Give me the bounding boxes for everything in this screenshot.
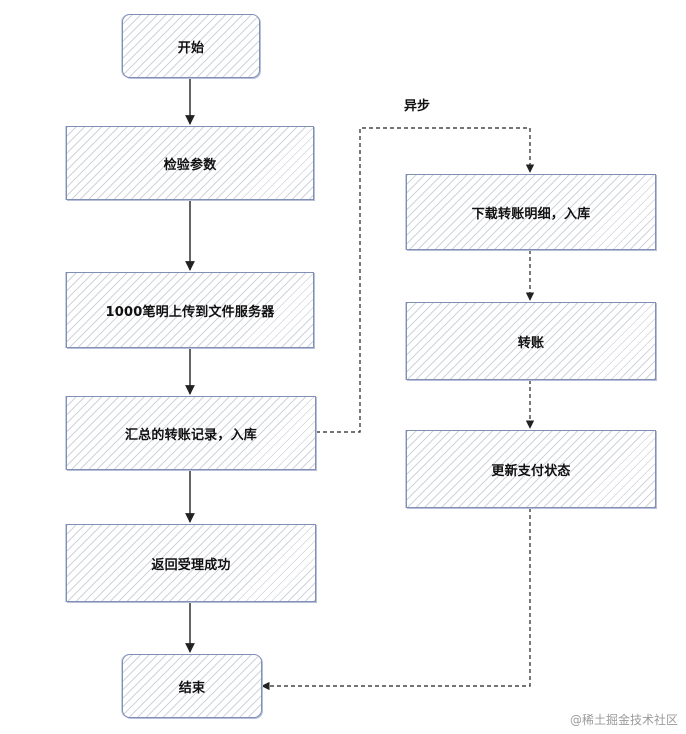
node-end-label: 结束 — [178, 680, 206, 696]
node-transfer: 转账 — [406, 302, 656, 380]
node-upload: 1000笔明上传到文件服务器 — [66, 272, 314, 348]
watermark: @稀土掘金技术社区 — [569, 713, 678, 727]
node-validate-label: 检验参数 — [163, 157, 217, 173]
dashed-arrow-summary-to-download — [316, 127, 535, 433]
node-summary-label: 汇总的转账记录，入库 — [124, 427, 257, 443]
node-start: 开始 — [122, 14, 260, 78]
node-upload-label: 1000笔明上传到文件服务器 — [105, 304, 275, 320]
node-download: 下载转账明细，入库 — [406, 174, 656, 250]
node-return-success: 返回受理成功 — [66, 524, 316, 602]
node-return-success-label: 返回受理成功 — [151, 557, 231, 573]
node-end: 结束 — [122, 654, 262, 718]
node-update-status: 更新支付状态 — [406, 430, 656, 508]
node-update-status-label: 更新支付状态 — [491, 463, 571, 479]
node-transfer-label: 转账 — [517, 335, 545, 351]
node-start-label: 开始 — [177, 40, 205, 56]
node-summary: 汇总的转账记录，入库 — [66, 396, 316, 470]
dashed-arrow-update-to-end — [261, 508, 531, 691]
node-download-label: 下载转账明细，入库 — [471, 206, 591, 222]
label-async: 异步 — [404, 99, 431, 114]
node-validate: 检验参数 — [66, 126, 314, 200]
